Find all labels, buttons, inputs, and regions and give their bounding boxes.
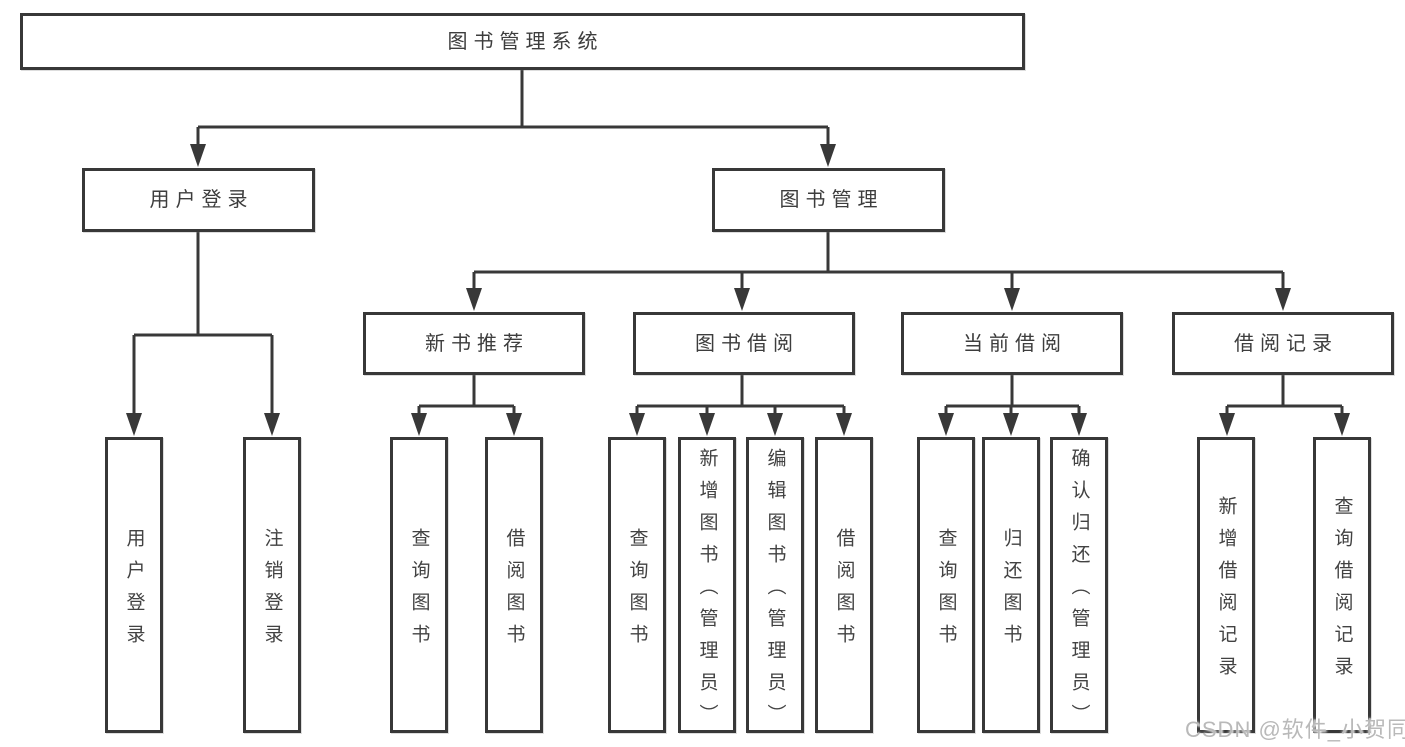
- node-label: 图书借阅: [695, 332, 799, 355]
- node-label: 图书管理: [779, 189, 884, 211]
- leaf-label: 归还图书: [1000, 527, 1022, 656]
- node-user-login: 用户登录: [82, 168, 315, 232]
- csdn-watermark: CSDN @软件_小贺同学: [1185, 717, 1405, 742]
- leaf-label: 查询图书: [935, 527, 957, 656]
- leaf-label: 借阅图书: [833, 527, 855, 656]
- leaf-records-query-record: 查询借阅记录: [1313, 437, 1371, 733]
- node-label: 借阅记录: [1234, 332, 1338, 355]
- leaf-newbooks-borrow-books: 借阅图书: [485, 437, 543, 733]
- node-label: 新书推荐: [425, 332, 529, 355]
- node-current-borrowing: 当前借阅: [901, 312, 1123, 375]
- node-new-book-recommendation: 新书推荐: [363, 312, 585, 375]
- node-label: 用户登录: [149, 189, 254, 211]
- leaf-label: 注销登录: [261, 527, 283, 656]
- leaf-label: 查询图书: [626, 527, 648, 656]
- node-book-borrowing: 图书借阅: [633, 312, 855, 375]
- leaf-label: 查询借阅记录: [1331, 495, 1353, 688]
- node-borrow-records: 借阅记录: [1172, 312, 1394, 375]
- leaf-label: 借阅图书: [503, 527, 525, 656]
- leaf-label: 编辑图书（管理员）: [764, 447, 786, 736]
- leaf-label: 确认归还（管理员）: [1068, 447, 1090, 736]
- node-library-management-system: 图书管理系统: [20, 13, 1025, 70]
- node-label: 图书管理系统: [447, 30, 604, 53]
- leaf-newbooks-query-books: 查询图书: [390, 437, 448, 733]
- leaf-borrowing-add-books-admin: 新增图书（管理员）: [678, 437, 736, 736]
- leaf-label: 查询图书: [408, 527, 430, 656]
- leaf-label: 新增借阅记录: [1215, 495, 1237, 688]
- leaf-label: 用户登录: [123, 527, 145, 656]
- leaf-current-confirm-return-admin: 确认归还（管理员）: [1050, 437, 1108, 736]
- node-book-management: 图书管理: [712, 168, 945, 232]
- leaf-current-return-books: 归还图书: [982, 437, 1040, 733]
- leaf-borrowing-edit-books-admin: 编辑图书（管理员）: [746, 437, 804, 736]
- leaf-logout: 注销登录: [243, 437, 301, 733]
- leaf-label: 新增图书（管理员）: [696, 447, 718, 736]
- node-label: 当前借阅: [963, 332, 1067, 355]
- leaf-borrowing-borrow-books: 借阅图书: [815, 437, 873, 733]
- arrowheads: [126, 144, 1350, 436]
- leaf-user-login: 用户登录: [105, 437, 163, 733]
- leaf-records-add-record: 新增借阅记录: [1197, 437, 1255, 733]
- leaf-current-query-books: 查询图书: [917, 437, 975, 733]
- leaf-borrowing-query-books: 查询图书: [608, 437, 666, 733]
